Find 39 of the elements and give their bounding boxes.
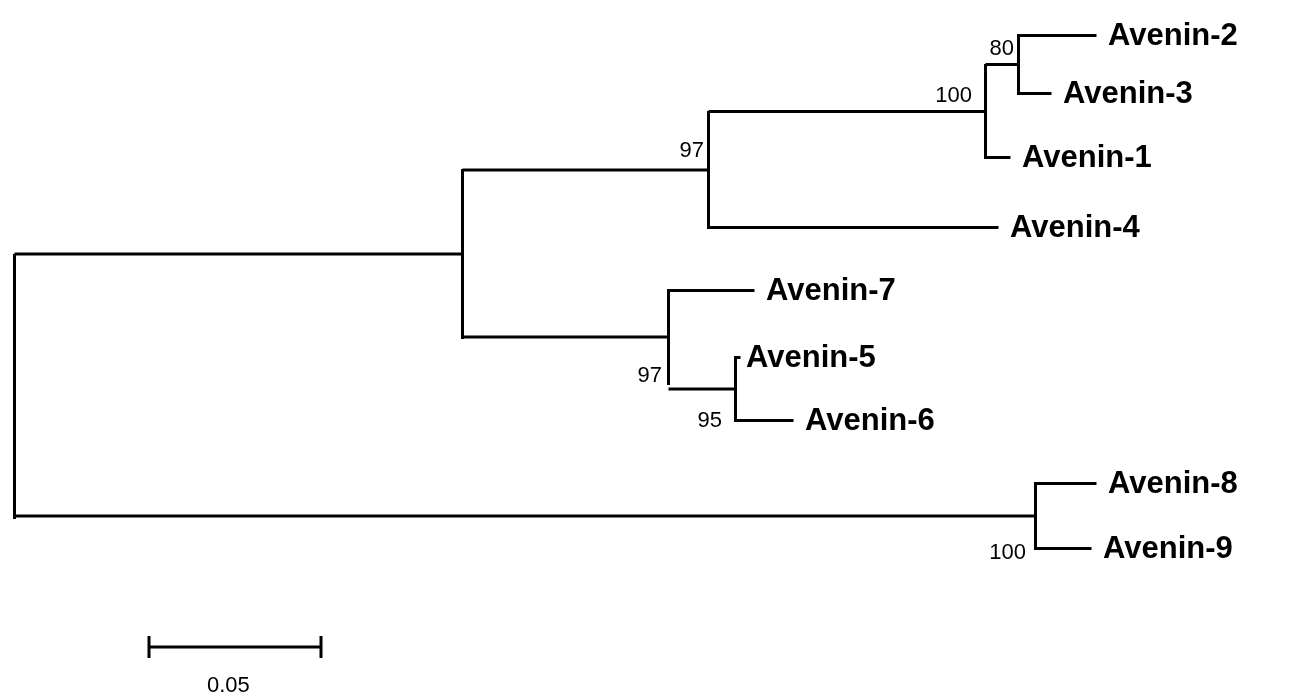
branch-line	[708, 226, 999, 229]
bootstrap-value: 100	[935, 83, 972, 107]
branch-line	[14, 252, 463, 256]
branch-line	[14, 514, 1036, 518]
branch-line	[668, 289, 755, 292]
branch-node	[1017, 34, 1020, 95]
branch-line	[708, 110, 986, 113]
branch-line	[668, 387, 736, 391]
bootstrap-value: 97	[679, 138, 704, 162]
branch-node	[667, 289, 670, 385]
branch-line	[462, 168, 709, 172]
taxon-label: Avenin-5	[740, 339, 876, 375]
branch-line	[985, 156, 1011, 159]
branch-line	[985, 63, 1019, 66]
taxon-label: Avenin-8	[1096, 465, 1238, 501]
branch-line	[1035, 482, 1097, 485]
taxon-label: Avenin-6	[793, 402, 935, 438]
branch-node	[707, 111, 710, 229]
branch-node	[734, 356, 737, 422]
branch-line	[1018, 92, 1052, 95]
branch-line	[462, 335, 669, 339]
branch-line	[1018, 34, 1097, 37]
taxon-label: Avenin-2	[1096, 17, 1238, 53]
bootstrap-value: 97	[637, 363, 662, 387]
taxon-label: Avenin-7	[754, 272, 896, 308]
branch-node	[1034, 482, 1037, 550]
bootstrap-value: 95	[697, 408, 722, 432]
bootstrap-value: 100	[989, 540, 1026, 564]
taxon-label: Avenin-3	[1051, 75, 1193, 111]
branch-node	[13, 254, 16, 519]
branch-line	[735, 419, 794, 422]
branch-node	[461, 169, 464, 339]
taxon-label: Avenin-9	[1091, 530, 1233, 566]
taxon-label: Avenin-4	[998, 209, 1140, 245]
branch-node	[984, 64, 987, 159]
taxon-label: Avenin-1	[1010, 139, 1152, 175]
branch-line	[1035, 547, 1092, 550]
scale-label: 0.05	[207, 672, 250, 695]
bootstrap-value: 80	[989, 36, 1014, 60]
